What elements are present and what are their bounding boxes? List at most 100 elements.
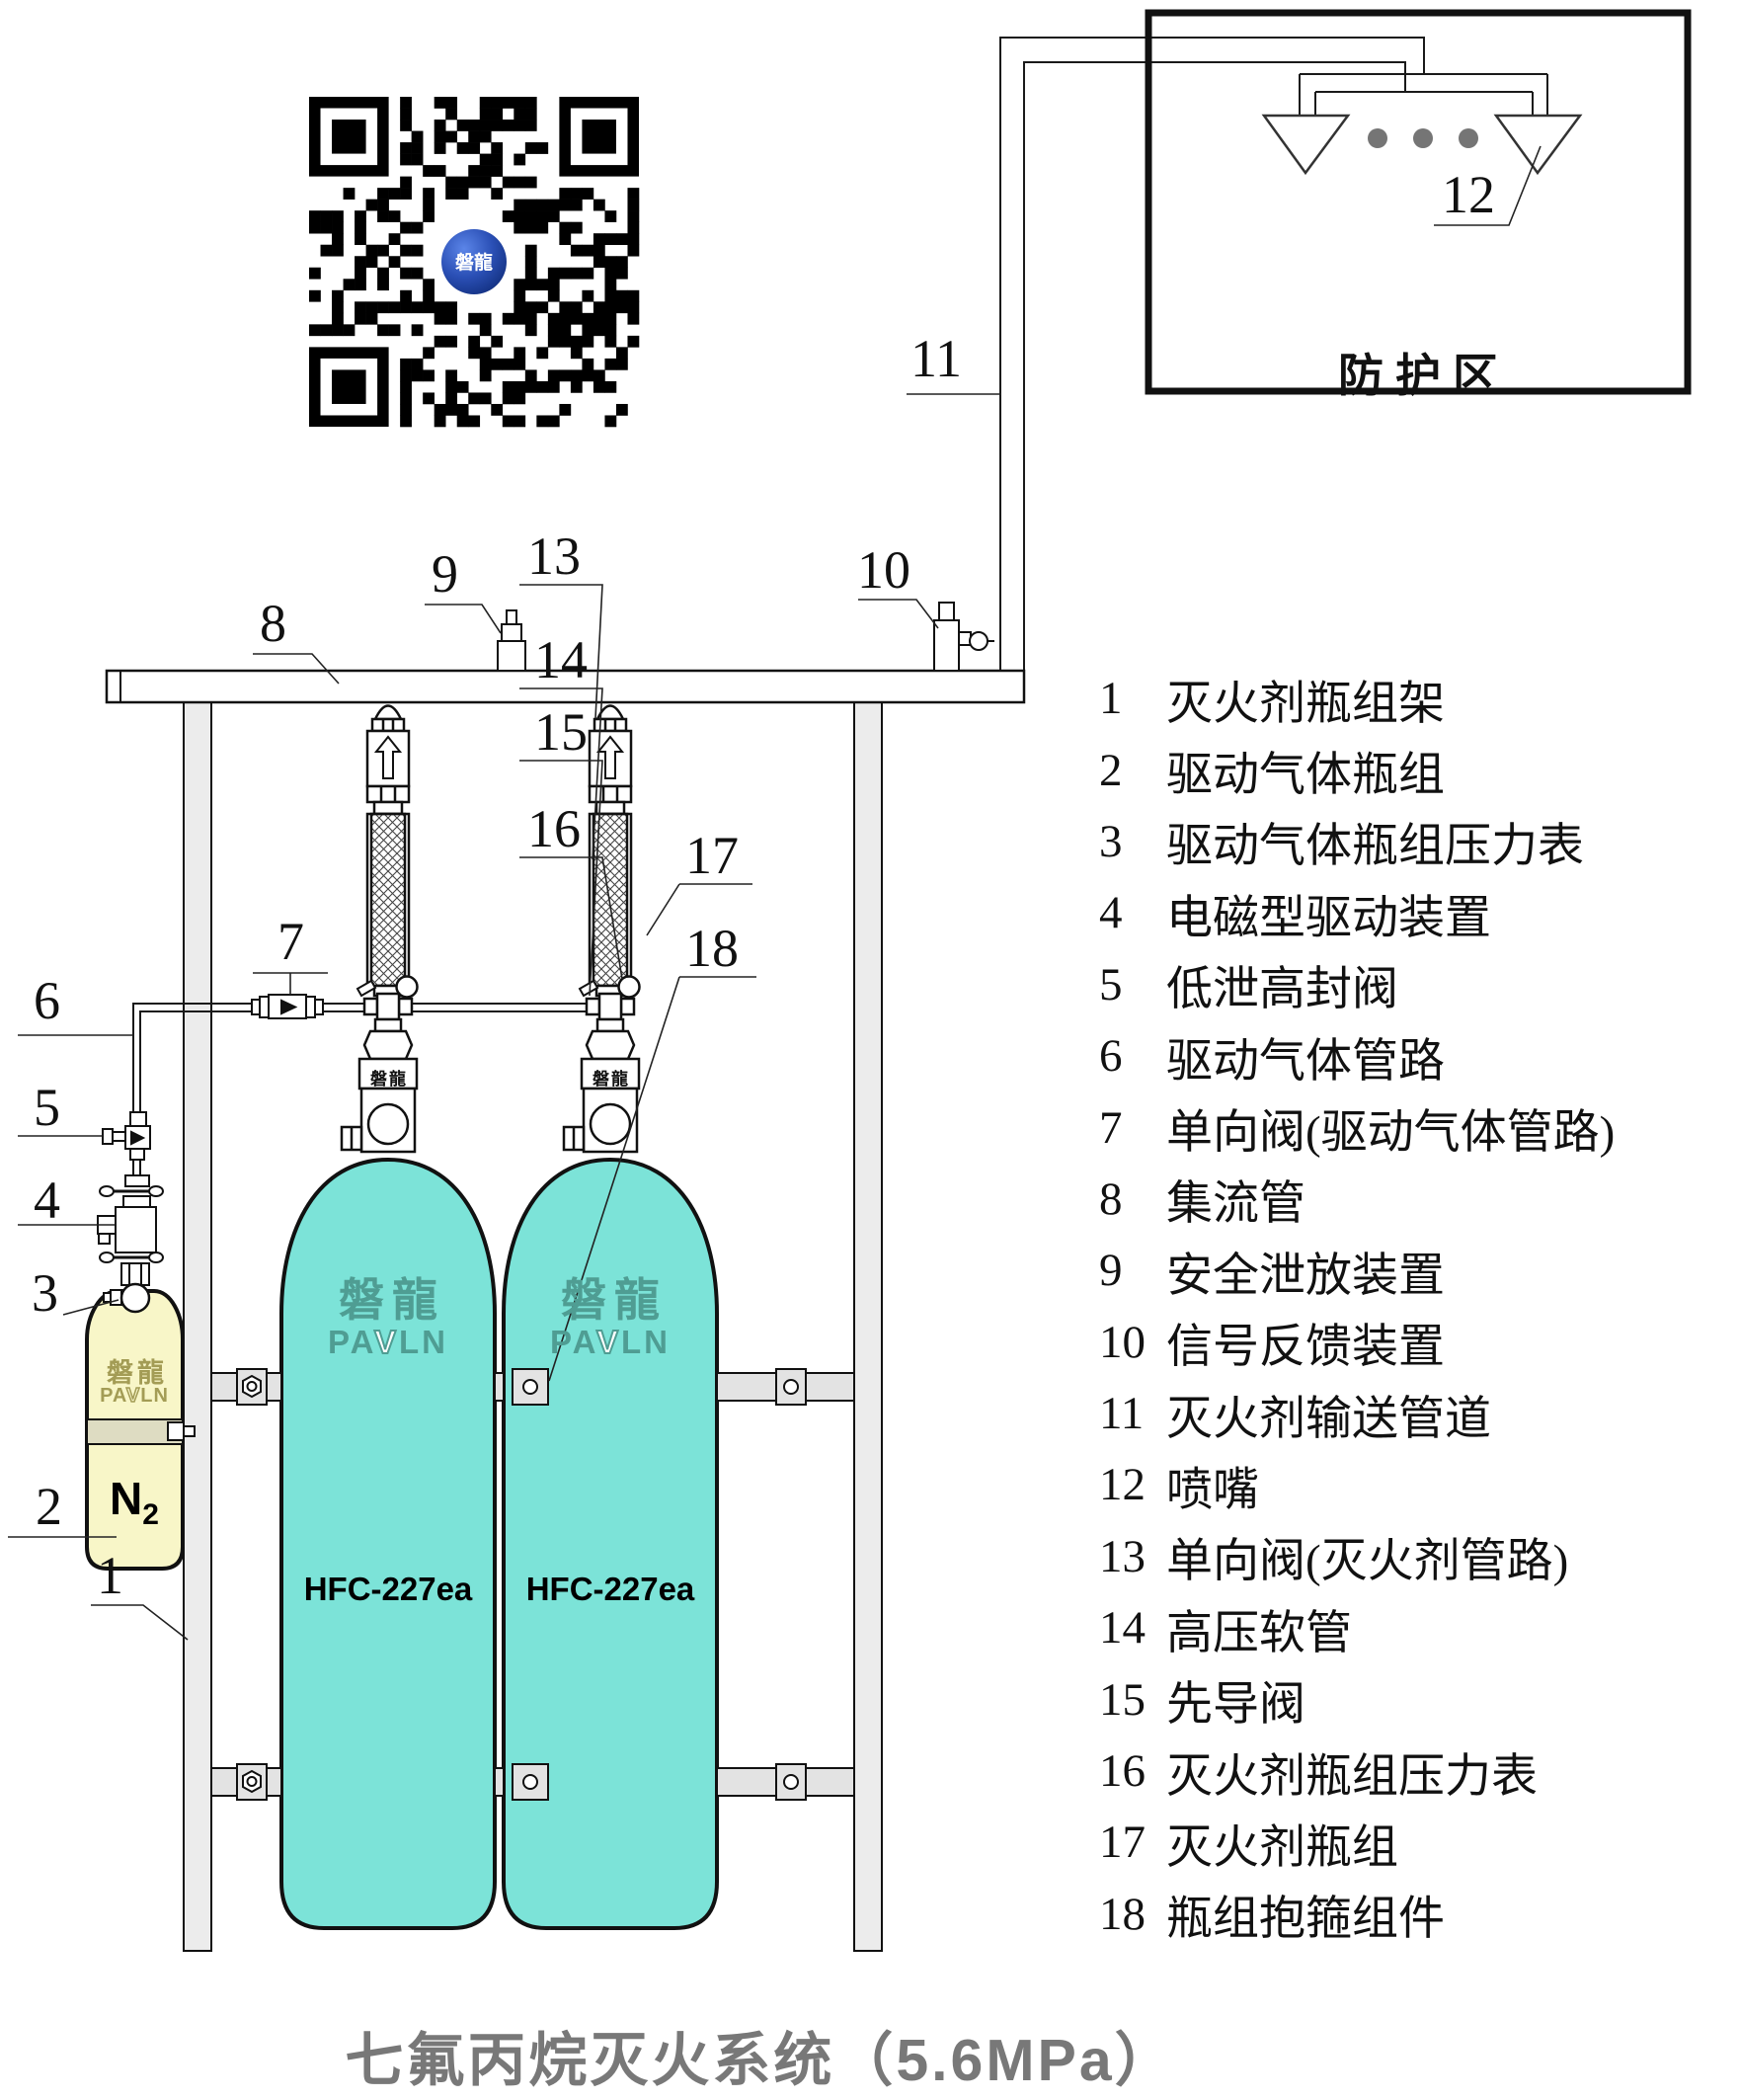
drive-gas-pipe xyxy=(132,1003,588,1112)
legend-item-label: 安全泄放装置 xyxy=(1166,1250,1445,1302)
legend-item-number: 5 xyxy=(1099,958,1123,1010)
legend-item-label: 灭火剂瓶组架 xyxy=(1166,678,1445,730)
legend-item-number: 7 xyxy=(1099,1101,1123,1154)
callout-18: 18 xyxy=(685,919,739,978)
frame-post-left xyxy=(183,701,212,1952)
legend-item-number: 1 xyxy=(1099,673,1123,725)
legend-item-number: 17 xyxy=(1099,1817,1146,1869)
callout-17: 17 xyxy=(685,826,739,885)
legend-item-number: 3 xyxy=(1099,815,1123,867)
n2-drive-assembly xyxy=(97,1111,164,1286)
legend-item: 11 灭火剂输送管道 xyxy=(1099,1378,1615,1449)
legend-item-label: 灭火剂瓶组压力表 xyxy=(1166,1750,1538,1803)
callout-14: 14 xyxy=(534,630,588,689)
agent-cylinder-2 xyxy=(502,1157,719,1930)
legend-item-label: 电磁型驱动装置 xyxy=(1166,892,1491,944)
legend-item-number: 12 xyxy=(1099,1459,1146,1511)
legend-item: 17 灭火剂瓶组 xyxy=(1099,1807,1615,1878)
legend-item: 16 灭火剂瓶组压力表 xyxy=(1099,1736,1615,1807)
solenoid-actuator xyxy=(97,1174,164,1286)
legend-item: 1 灭火剂瓶组架 xyxy=(1099,663,1615,734)
callout-1: 1 xyxy=(97,1546,123,1605)
legend-item: 5 低泄高封阀 xyxy=(1099,949,1615,1020)
legend-list: 1 灭火剂瓶组架 2 驱动气体瓶组 3 驱动气体瓶组压力表 4 电磁型驱动装置 … xyxy=(1099,663,1615,1950)
callout-15: 15 xyxy=(534,702,588,762)
legend-item: 14 高压软管 xyxy=(1099,1592,1615,1663)
cylinder2-brand-latin: PAVLN xyxy=(550,1323,671,1361)
legend-item-number: 14 xyxy=(1099,1602,1146,1655)
legend-item-number: 10 xyxy=(1099,1316,1146,1368)
nozzle-right xyxy=(1493,114,1583,176)
legend-item-label: 单向阀(灭火剂管路) xyxy=(1166,1536,1569,1588)
protection-zone-label: 防护区 xyxy=(1338,350,1510,401)
legend-item: 4 电磁型驱动装置 xyxy=(1099,877,1615,948)
legend-item-label: 瓶组抱箍组件 xyxy=(1166,1894,1445,1946)
callout-5: 5 xyxy=(34,1078,60,1137)
callout-2: 2 xyxy=(36,1477,62,1536)
legend-item-number: 16 xyxy=(1099,1745,1146,1798)
cylinder2-valve-brand: 磐龍 xyxy=(593,1070,630,1089)
clamp-band-upper xyxy=(210,1368,855,1406)
agent-cylinder-1 xyxy=(279,1157,497,1930)
frame-post-right xyxy=(853,701,883,1952)
legend-item-label: 驱动气体瓶组 xyxy=(1166,750,1445,802)
legend-item-label: 喷嘴 xyxy=(1166,1464,1259,1516)
callout-8: 8 xyxy=(260,594,286,653)
legend-item-number: 11 xyxy=(1099,1388,1145,1440)
n2-clamp-band xyxy=(86,1418,196,1445)
qr-logo-text: 磐龍 xyxy=(455,251,493,274)
collecting-manifold xyxy=(105,669,1026,704)
legend-item: 7 单向阀(驱动气体管路) xyxy=(1099,1091,1615,1163)
legend-item: 9 安全泄放装置 xyxy=(1099,1235,1615,1306)
leader-lines xyxy=(8,145,1541,1641)
nozzles xyxy=(1261,114,1583,176)
cylinder1-agent-label: HFC-227ea xyxy=(303,1571,473,1607)
legend-item-number: 6 xyxy=(1099,1030,1123,1083)
legend-item-number: 15 xyxy=(1099,1673,1146,1726)
n2-brand-latin: PAVLN xyxy=(100,1384,169,1408)
cylinder1-valve-brand: 磐龍 xyxy=(370,1070,408,1089)
callout-13: 13 xyxy=(527,526,581,586)
legend-item-label: 低泄高封阀 xyxy=(1166,964,1398,1016)
legend-item-number: 4 xyxy=(1099,887,1123,939)
legend-item: 3 驱动气体瓶组压力表 xyxy=(1099,806,1615,877)
legend-item-number: 8 xyxy=(1099,1172,1123,1225)
legend-item: 12 喷嘴 xyxy=(1099,1449,1615,1520)
safety-relief-device xyxy=(497,609,526,672)
legend-item-number: 18 xyxy=(1099,1888,1146,1940)
legend-item: 18 瓶组抱箍组件 xyxy=(1099,1879,1615,1950)
n2-pressure-gauge xyxy=(103,1282,151,1314)
legend-item-label: 单向阀(驱动气体管路) xyxy=(1166,1107,1616,1160)
protection-zone-box xyxy=(1145,9,1692,395)
legend-item-label: 灭火剂输送管道 xyxy=(1166,1393,1491,1445)
signal-feedback-device xyxy=(933,602,994,672)
legend-item-label: 集流管 xyxy=(1166,1178,1305,1231)
callout-4: 4 xyxy=(34,1171,60,1230)
legend-item: 13 单向阀(灭火剂管路) xyxy=(1099,1521,1615,1592)
legend-item-label: 信号反馈装置 xyxy=(1166,1322,1445,1374)
cylinder2-brand: 磐龍 xyxy=(561,1274,668,1326)
low-leak-valve xyxy=(129,1111,147,1127)
callout-6: 6 xyxy=(34,971,60,1030)
agent-delivery-pipe xyxy=(999,37,1548,671)
cylinder1-brand: 磐龍 xyxy=(339,1274,445,1326)
callout-10: 10 xyxy=(857,540,910,600)
legend-item-number: 9 xyxy=(1099,1245,1123,1297)
legend-item: 6 驱动气体管路 xyxy=(1099,1020,1615,1091)
legend-item-label: 驱动气体管路 xyxy=(1166,1035,1445,1088)
legend-item-label: 先导阀 xyxy=(1166,1679,1305,1732)
legend-item: 8 集流管 xyxy=(1099,1164,1615,1235)
callout-16: 16 xyxy=(527,799,581,858)
legend-item-number: 13 xyxy=(1099,1530,1146,1582)
n2-gas-label: N2 xyxy=(110,1473,159,1532)
qr-logo xyxy=(441,229,507,294)
drive-line-check-valve xyxy=(251,994,324,1019)
bottle-rack-frame xyxy=(183,701,883,1952)
callout-11: 11 xyxy=(910,329,962,388)
n2-brand: 磐龍 xyxy=(107,1358,168,1388)
legend-item-label: 灭火剂瓶组 xyxy=(1166,1821,1398,1874)
legend-item: 15 先导阀 xyxy=(1099,1663,1615,1735)
callout-12: 12 xyxy=(1442,165,1495,224)
